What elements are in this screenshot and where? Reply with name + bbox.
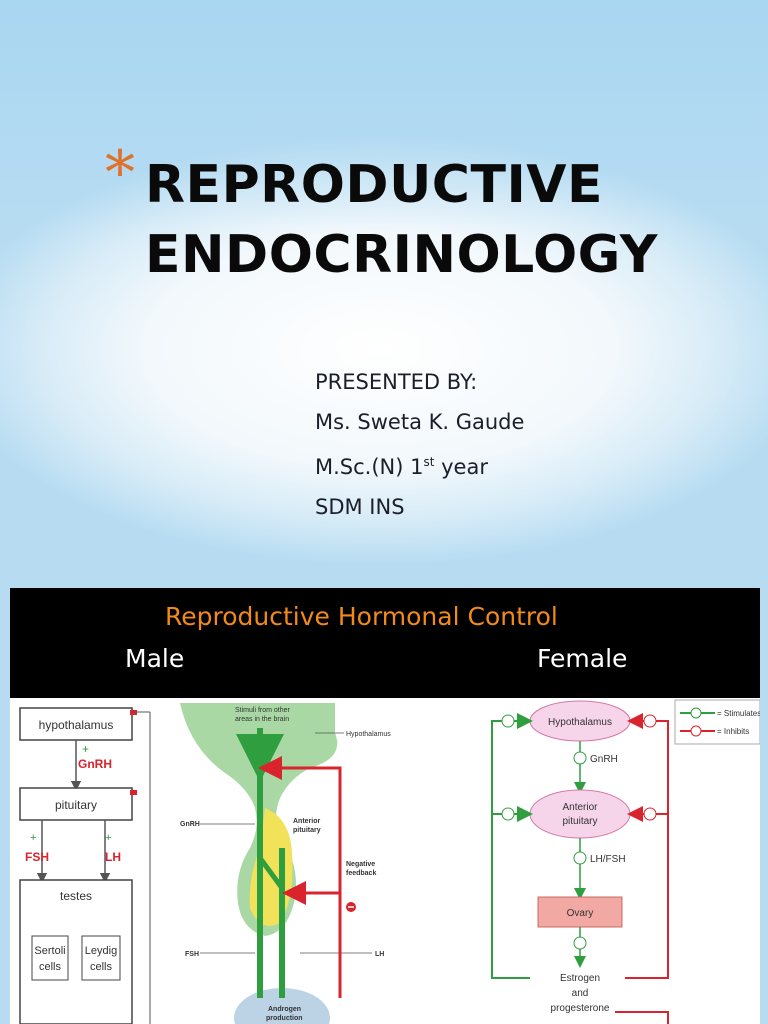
lh-label: LH [105,850,121,864]
stimuli-label-1: Stimuli from other [235,707,291,714]
figure-header: Reproductive Hormonal Control Male Femal… [10,588,760,698]
gnrh-plus-icon: + [82,742,89,756]
pituitary-label: pituitary [55,798,97,812]
hormonal-control-figure: Reproductive Hormonal Control Male Femal… [10,588,760,1024]
inhibit-feedback-right-top [625,713,669,979]
slide-title: REPRODUCTIVE ENDOCRINOLOGY [145,150,658,290]
legend-box [674,699,760,745]
testes-label: testes [60,889,92,903]
title-bullet-icon: * [105,138,135,208]
presenter-info: PRESENTED BY: Ms. Sweta K. Gaude M.Sc.(N… [315,362,524,527]
androgen-label-1: Androgen [268,1006,301,1013]
sertoli-label-1: Sertoli [34,945,65,957]
presenter-institute: SDM INS [315,495,405,519]
fsh-label: FSH [185,951,199,958]
lh-label: LH [375,951,384,958]
sertoli-box [31,935,69,981]
slide-background-top [0,0,768,230]
presenter-course: M.Sc.(N) 1st year [315,442,524,487]
stimulate-feedback-left-top [491,713,533,979]
gnrh-plus-icon [573,751,587,765]
branch-pathway [257,856,285,890]
lhfsh-plus-icon [573,851,587,865]
anterior-label-2: pituitary [293,827,321,834]
female-flowchart: Hypothalamus GnRH Anterior pituitary LH/… [491,699,760,1024]
course-suffix: year [434,455,488,479]
male-label: Male [125,644,185,673]
leydig-box [81,935,121,981]
sertoli-label-2: cells [39,961,62,973]
negative-feedback-arrow-1 [258,756,342,998]
lhfsh-label: LH/FSH [590,854,626,865]
legend-minus-icon [690,725,702,737]
fsh-label: FSH [25,850,49,864]
gnrh-label: GnRH [180,821,200,828]
hormone-diagrams: hypothalamus + GnRH pituitary + + FSH LH… [19,699,760,1024]
androgen-label-2: production [266,1015,303,1022]
course-superscript: st [423,455,435,469]
inhibit-feedback-right-bottom [615,1011,669,1024]
negative-label-2: feedback [346,870,376,877]
estrogen-label-3: progesterone [551,1003,610,1014]
pituitary-minus-icon [130,790,137,795]
pituitary-box [19,787,133,821]
presenter-name: Ms. Sweta K. Gaude [315,410,525,434]
anterior-label-1: Anterior [293,818,321,825]
leydig-label-2: cells [90,961,113,973]
estrogen-label-2: and [572,988,589,999]
hypothalamus-label: Hypothalamus [346,731,391,738]
leydig-label-1: Leydig [85,945,117,957]
female-label: Female [537,644,628,673]
fsh-plus-icon: + [30,832,36,844]
estrogen-plus-icon [573,936,587,950]
legend-plus-icon [690,707,702,719]
ovary-box [537,896,623,928]
legend-stimulates-label: = Stimulates [717,709,760,718]
gnrh-label: GnRH [78,757,112,771]
left-mid-plus-icon [501,807,515,821]
anterior-pituitary-region [249,808,293,926]
left-top-plus-icon [501,714,515,728]
anterior-label-1: Anterior [562,802,598,813]
gnrh-label: GnRH [590,754,618,765]
presenter-label: PRESENTED BY: [315,370,478,394]
male-anatomy-diagram: Stimuli from other areas in the brain Hy… [180,703,391,1024]
ovary-label: Ovary [567,908,594,919]
anterior-label-2: pituitary [562,816,597,827]
stimuli-label-2: areas in the brain [235,716,289,723]
right-mid-minus-icon [643,807,657,821]
figure-title: Reproductive Hormonal Control [165,602,558,631]
estrogen-label-1: Estrogen [560,973,600,984]
course-prefix: M.Sc.(N) 1 [315,455,424,479]
negative-label-1: Negative [346,861,375,868]
legend-inhibits-label: = Inhibits [717,727,749,736]
title-line-1: REPRODUCTIVE [145,155,604,215]
title-line-2: ENDOCRINOLOGY [145,225,658,285]
right-top-minus-icon [643,714,657,728]
anterior-pituitary-node [529,789,631,839]
male-flowchart: hypothalamus + GnRH pituitary + + FSH LH… [19,707,151,1024]
hypothalamus-label: hypothalamus [39,718,114,732]
lh-plus-icon: + [105,832,111,844]
hypothalamus-label: Hypothalamus [548,717,612,728]
